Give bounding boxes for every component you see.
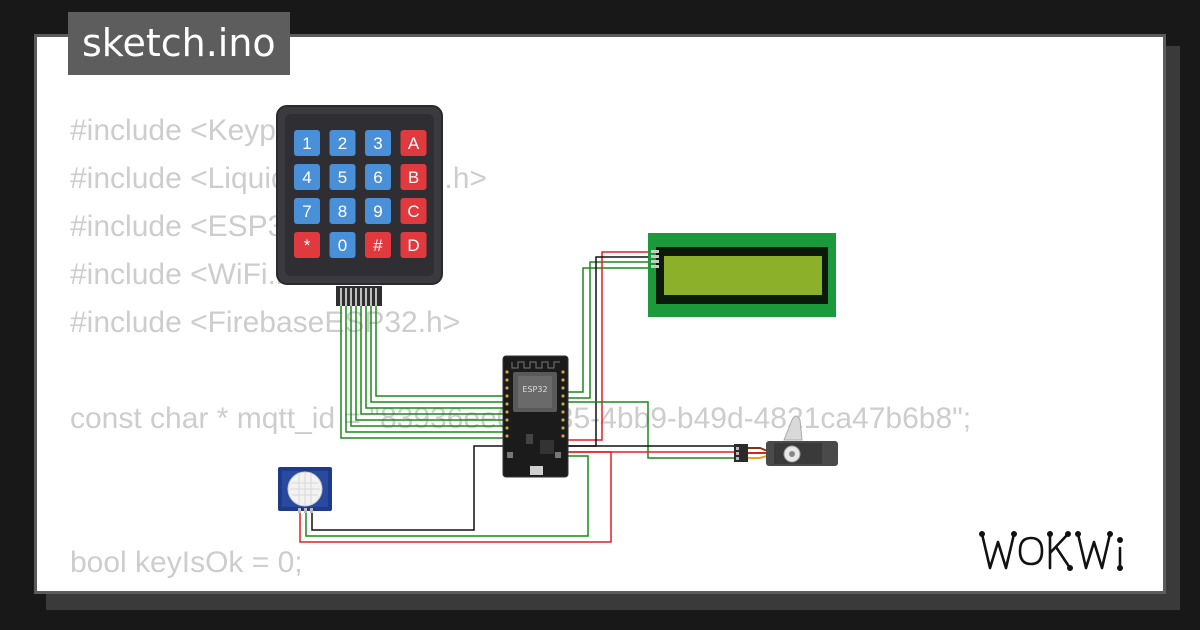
keypad-key[interactable]: 4 (294, 164, 320, 190)
keypad-key-label: 0 (338, 236, 347, 255)
keypad-key[interactable]: B (400, 164, 427, 190)
keypad-key-label: # (373, 236, 383, 255)
keypad-key[interactable]: 3 (365, 130, 391, 156)
keypad-key[interactable]: 8 (329, 198, 356, 224)
pir-sensor[interactable] (278, 467, 332, 513)
lcd-wires (568, 251, 651, 447)
keypad-key-label: 7 (302, 202, 311, 221)
keypad-key[interactable]: 1 (294, 130, 320, 156)
keypad-wires (340, 306, 503, 439)
keypad-key-label: 1 (302, 134, 311, 153)
keypad-key[interactable]: C (400, 198, 427, 224)
code-line-7: const char * mqtt_id = "83936ee0-5435-4b… (70, 402, 972, 435)
keypad-key[interactable]: 7 (294, 198, 320, 224)
keypad-component[interactable]: 1 2 3 A 4 5 6 B 7 8 9 C * 0 # D (276, 105, 443, 306)
keypad-key[interactable]: 9 (365, 198, 391, 224)
keypad-key-label: 3 (373, 134, 382, 153)
keypad-key-label: C (407, 202, 419, 221)
esp32-label: ESP32 (522, 385, 547, 394)
keypad-keys: 1 2 3 A 4 5 6 B 7 8 9 C * 0 # D (294, 130, 427, 258)
file-tab[interactable]: sketch.ino (68, 12, 290, 75)
keypad-key-label: D (407, 236, 419, 255)
servo-wires (568, 401, 736, 459)
keypad-key-label: 8 (338, 202, 347, 221)
keypad-key-label: 6 (373, 168, 382, 187)
keypad-key-label: 4 (302, 168, 311, 187)
keypad-connector (336, 286, 382, 306)
code-line-10: bool keyIsOk = 0; (70, 546, 303, 579)
lcd-display-component[interactable] (648, 233, 836, 317)
keypad-key-label: 5 (338, 168, 347, 187)
servo-motor[interactable] (734, 415, 838, 466)
keypad-key[interactable]: * (294, 232, 320, 258)
pir-wires (299, 445, 612, 543)
keypad-key-label: B (408, 168, 419, 187)
keypad-key[interactable]: 5 (329, 164, 356, 190)
code-line-5: #include <FirebaseESP32.h> (70, 306, 461, 339)
wokwi-logo (979, 531, 1123, 571)
keypad-key-label: 9 (373, 202, 382, 221)
esp32-antenna (511, 361, 560, 369)
keypad-key[interactable]: 6 (365, 164, 391, 190)
keypad-key-label: 2 (338, 134, 347, 153)
keypad-key[interactable]: # (365, 232, 391, 258)
keypad-key[interactable]: A (400, 130, 427, 156)
keypad-key[interactable]: 0 (329, 232, 356, 258)
keypad-key-label: A (408, 134, 420, 153)
keypad-key-label: * (304, 236, 311, 255)
keypad-key[interactable]: D (400, 232, 427, 258)
keypad-key[interactable]: 2 (329, 130, 356, 156)
esp32-board[interactable]: ESP32 (502, 355, 569, 478)
